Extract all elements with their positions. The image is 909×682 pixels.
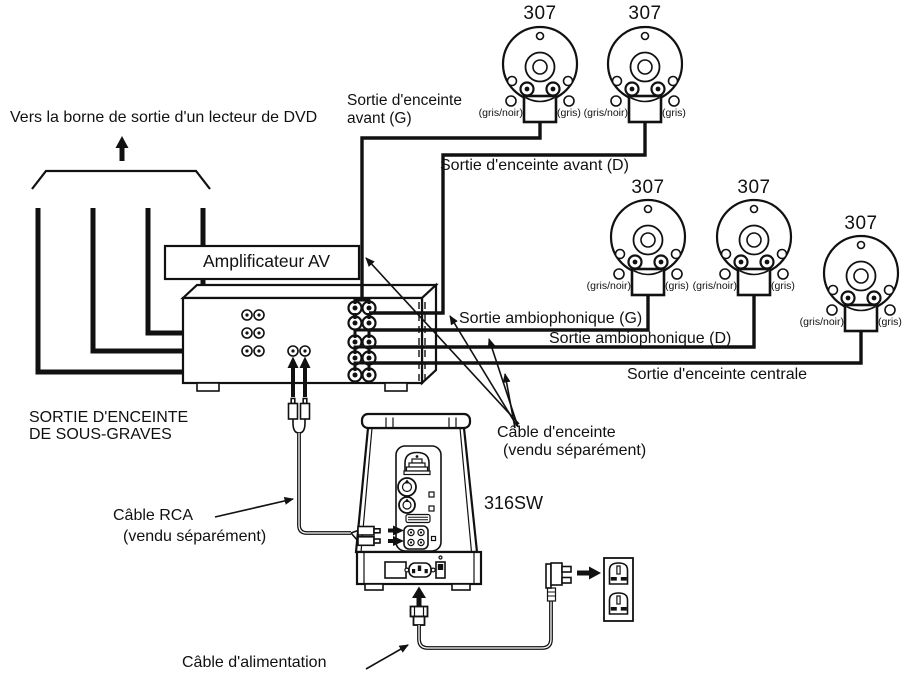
terminal-row [347,300,377,316]
terminal-row [347,334,377,350]
surround-right-wire [369,295,756,349]
speaker-model-label: 307 [737,177,771,198]
terminal-neg-label: (gris/noir) [799,316,844,328]
av-amplifier [180,282,439,392]
subwoofer [354,412,483,591]
front-left-output-label: Sortie d'enceinte [347,92,462,109]
speaker-cable-arrow [502,373,516,429]
center-output-label: Sortie d'enceinte centrale [627,366,808,383]
rca-cable-arrow [214,497,294,518]
speaker-cable-arrow [365,257,520,425]
speaker-model-label: 307 [631,177,665,198]
rca-plug-icon [287,397,311,420]
rca-input-jacks [241,309,265,357]
terminal-pos-label: (gris) [665,280,689,292]
terminal-pos-label: (gris) [878,316,902,328]
power-cable-label: Câble d'alimentation [182,654,327,671]
front-right-wire [369,122,647,315]
base-vent [384,561,407,579]
power-cord [409,586,553,650]
switch-square [428,505,435,512]
subwoofer-top-cap [360,412,472,430]
amp-foot [196,382,220,392]
rca-cable-label: Câble RCA [113,507,194,524]
ac-inlet [404,562,436,578]
terminal-neg-label: (gris/noir) [478,107,523,119]
rca-cable-label-2: (vendu séparément) [123,528,267,545]
front-left-output-label-2: avant (G) [347,110,412,127]
vent-slots [405,513,431,524]
terminal-neg-label: (gris/noir) [586,280,631,292]
front-right-output-label: Sortie d'enceinte avant (D) [440,157,629,174]
power-plug-icon [545,562,572,602]
line-input-block [403,525,437,550]
terminal-neg-label: (gris/noir) [692,280,737,292]
subwoofer-foot [451,583,471,591]
dvd-output-label: Vers la borne de sortie d'un lecteur de … [10,109,318,126]
switch-square [428,491,435,498]
power-outlet-icon [603,557,634,622]
speaker-cable-arrow [487,338,519,428]
power-switch [435,555,446,579]
crossover-knob [398,496,416,514]
subwoofer-output-label-2: DE SOUS-GRAVES [29,426,172,443]
subwoofer-preout-jacks [287,345,311,357]
amplifier-label: Amplificateur AV [203,251,331,271]
speaker-cable-label: Câble d'enceinte [497,424,616,441]
speaker-model-label: 307 [844,213,878,234]
subwoofer-model-label: 316SW [484,493,544,513]
rca-cable [287,356,404,547]
speaker-cable-label-2: (vendu séparément) [503,442,647,459]
speaker-model-label: 307 [628,3,662,24]
terminal-pos-label: (gris) [662,107,686,119]
terminal-neg-label: (gris/noir) [583,107,628,119]
surround-left-wire [369,295,650,332]
speaker-cable-arrow [449,315,518,427]
subwoofer-output-label: SORTIE D'ENCEINTE [29,409,189,426]
terminal-pos-label: (gris) [771,280,795,292]
terminal-row [347,350,377,366]
surround-left-output-label: Sortie ambiophonique (G) [459,310,643,327]
speaker-model-label: 307 [523,3,557,24]
speaker-wires [353,122,863,371]
rca-plug-icon [357,525,381,547]
amplifier-label-box [163,244,361,281]
center-wire [369,331,863,365]
terminal-row [347,315,377,331]
power-cable-arrow [365,644,409,670]
terminal-pos-label: (gris) [557,107,581,119]
bass-port [403,451,431,476]
front-left-wire [360,122,542,300]
up-arrow-icon [115,136,129,161]
iec-connector-icon [409,605,429,618]
dvd-brace [31,136,211,190]
plug-to-outlet-arrow [577,566,601,580]
callout-arrows [214,257,520,670]
volume-knob [397,477,417,497]
amp-foot [384,382,408,392]
surround-right-output-label: Sortie ambiophonique (D) [549,330,732,347]
subwoofer-foot [364,583,384,591]
